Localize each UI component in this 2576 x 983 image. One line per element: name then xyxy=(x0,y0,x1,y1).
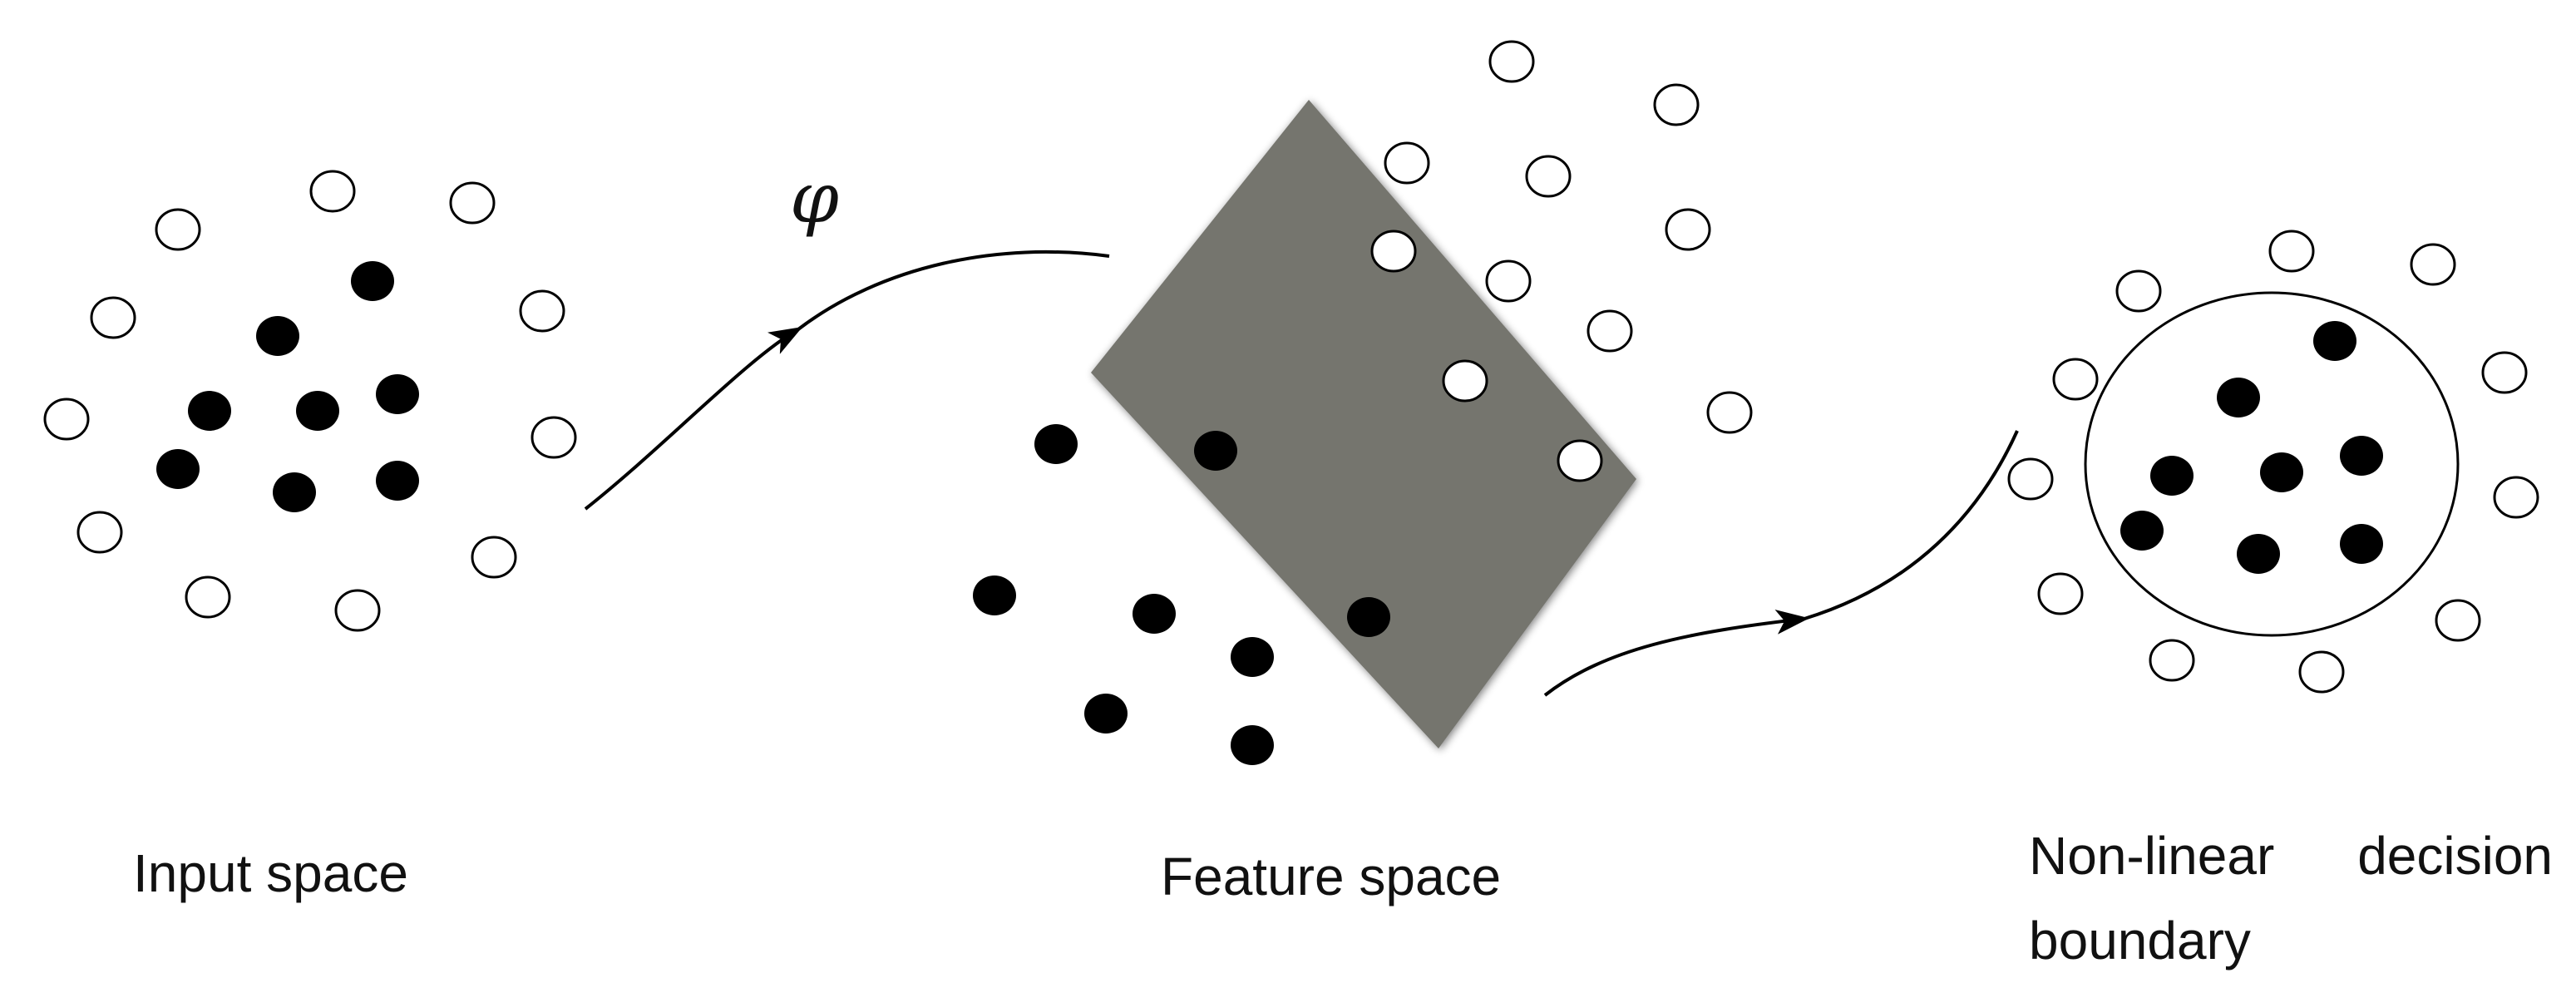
boundary-hollow-points xyxy=(2007,230,2539,694)
input-filled-point xyxy=(156,449,200,489)
input-filled-points xyxy=(156,261,419,512)
input-hollow-point xyxy=(471,536,517,579)
input-hollow-point xyxy=(309,170,356,213)
feature-hollow-point xyxy=(1525,155,1572,198)
boundary-filled-point xyxy=(2340,436,2383,476)
mapping-arrow-phi-tail xyxy=(797,249,1110,331)
feature-hollow-point xyxy=(1665,208,1711,251)
feature-filled-point xyxy=(1133,594,1176,634)
hyperplane-region xyxy=(1091,100,1636,748)
boundary-filled-point xyxy=(2340,524,2383,564)
input-filled-point xyxy=(351,261,394,301)
feature-filled-point xyxy=(1347,597,1390,637)
feature-hollow-points xyxy=(1384,40,1753,434)
input-hollow-point xyxy=(90,296,136,339)
feature-hollow-point xyxy=(1370,230,1417,273)
nonlinear-boundary-label: Non-linear decision boundary xyxy=(2029,826,2553,971)
boundary-filled-point xyxy=(2217,378,2260,417)
boundary-hollow-point xyxy=(2410,243,2456,286)
input-filled-point xyxy=(296,391,339,431)
feature-filled-point xyxy=(973,575,1016,615)
feature-space-cluster xyxy=(973,40,1753,765)
input-hollow-point xyxy=(185,575,231,619)
boundary-hollow-point xyxy=(2037,572,2084,615)
feature-filled-point xyxy=(1194,431,1237,471)
boundary-filled-point xyxy=(2237,534,2280,574)
phi-symbol: φ xyxy=(790,157,839,239)
feature-filled-point xyxy=(1084,694,1128,734)
mapping-arrow-phi xyxy=(584,327,803,511)
boundary-filled-point xyxy=(2120,511,2164,551)
feature-hollow-point xyxy=(1706,391,1753,434)
input-filled-point xyxy=(273,472,316,512)
boundary-filled-point xyxy=(2260,452,2303,492)
input-space-cluster xyxy=(43,170,577,632)
feature-filled-point xyxy=(1231,637,1274,677)
decision-boundary-circle xyxy=(2084,291,2460,637)
input-hollow-points xyxy=(43,170,577,632)
input-hollow-point xyxy=(530,416,577,459)
input-hollow-point xyxy=(334,589,381,632)
inverse-mapping-arrow xyxy=(1543,609,1809,697)
feature-space-label: Feature space xyxy=(1161,847,1502,906)
boundary-hollow-point xyxy=(2298,650,2345,694)
input-filled-point xyxy=(256,316,299,356)
feature-hollow-point xyxy=(1557,439,1603,482)
boundary-hollow-point xyxy=(2268,230,2315,273)
boundary-filled-points xyxy=(2120,321,2383,574)
feature-filled-points xyxy=(973,424,1390,765)
boundary-hollow-point xyxy=(2115,269,2162,313)
boundary-hollow-point xyxy=(2007,457,2054,501)
feature-hollow-point xyxy=(1653,83,1700,126)
input-hollow-point xyxy=(449,181,496,225)
boundary-filled-point xyxy=(2313,321,2356,361)
boundary-hollow-point xyxy=(2052,358,2099,401)
feature-hollow-point xyxy=(1485,259,1532,303)
boundary-hollow-point xyxy=(2493,476,2539,519)
input-filled-point xyxy=(376,374,419,414)
feature-filled-point xyxy=(1034,424,1078,464)
feature-hollow-points-in-region xyxy=(1370,230,1603,482)
input-hollow-point xyxy=(76,511,123,554)
nonlinear-boundary-cluster xyxy=(2007,230,2539,694)
input-hollow-point xyxy=(519,289,565,333)
feature-hollow-point xyxy=(1587,309,1633,353)
input-filled-point xyxy=(188,391,231,431)
input-hollow-point xyxy=(43,398,90,441)
boundary-hollow-point xyxy=(2481,351,2528,394)
feature-hollow-point xyxy=(1488,40,1535,83)
boundary-hollow-point xyxy=(2149,639,2195,682)
feature-filled-point xyxy=(1231,725,1274,765)
boundary-filled-point xyxy=(2150,456,2194,496)
input-hollow-point xyxy=(155,208,201,251)
feature-hollow-point xyxy=(1442,359,1488,403)
inverse-mapping-arrow-tail xyxy=(1804,430,2019,620)
feature-hollow-point xyxy=(1384,141,1430,185)
input-filled-point xyxy=(376,461,419,501)
boundary-hollow-point xyxy=(2435,599,2481,642)
input-space-label: Input space xyxy=(133,843,408,903)
